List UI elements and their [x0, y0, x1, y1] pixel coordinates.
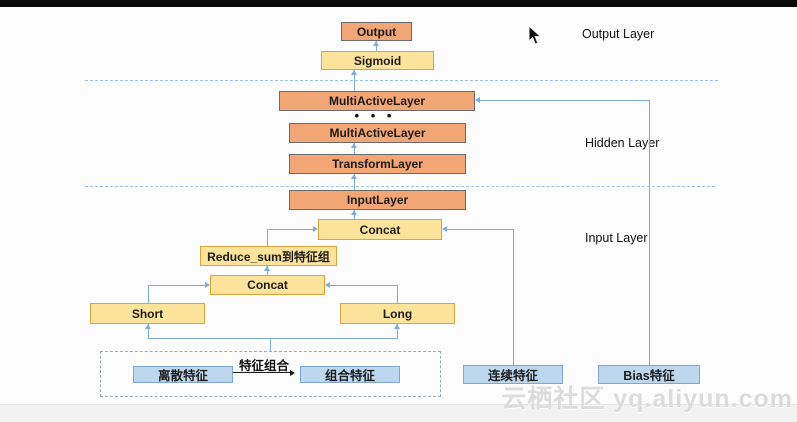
connector-line — [354, 174, 355, 190]
node-concat-upper: Concat — [318, 219, 442, 240]
node-multiactive2: MultiActiveLayer — [289, 123, 466, 143]
connector-line — [376, 41, 377, 51]
footer-strip — [0, 404, 797, 422]
ellipsis-dots: • • • — [354, 108, 396, 123]
layer-label-hidden: Hidden Layer — [585, 136, 660, 150]
node-label: InputLayer — [346, 193, 409, 207]
connector-line — [480, 100, 649, 101]
connector-line — [270, 338, 271, 351]
arrowhead-icon — [263, 266, 270, 271]
arrowhead-icon — [350, 174, 357, 179]
layer-label-input: Input Layer — [585, 231, 648, 245]
arrowhead-icon — [325, 281, 330, 288]
arrowhead-icon — [290, 369, 295, 376]
arrowhead-icon — [475, 96, 480, 103]
arrowhead-icon — [350, 70, 357, 75]
node-label: Long — [382, 306, 413, 321]
watermark-text: 云栖社区 yq.aliyun.com — [501, 385, 793, 413]
connector-line — [649, 100, 650, 365]
node-reduce-sum: Reduce_sum到特征组 — [200, 246, 337, 266]
connector-line — [148, 338, 398, 339]
connector-line — [513, 229, 514, 365]
layer-separator-dashed-line — [85, 186, 715, 187]
node-combined-feature: 组合特征 — [300, 366, 400, 383]
arrowhead-icon — [205, 281, 210, 288]
connector-line — [354, 70, 355, 91]
node-label: 离散特征 — [157, 369, 208, 383]
node-discrete-feature: 离散特征 — [133, 366, 233, 383]
connector-line — [233, 372, 294, 373]
node-multiactive1: MultiActiveLayer — [279, 91, 475, 111]
node-label: MultiActiveLayer — [328, 94, 426, 108]
node-label: Concat — [359, 222, 401, 237]
node-output: Output — [341, 22, 412, 41]
feature-combination-label: 特征组合 — [239, 359, 290, 373]
node-long: Long — [340, 303, 455, 324]
arrowhead-icon — [350, 143, 357, 148]
arrowhead-icon — [313, 225, 318, 232]
node-sigmoid: Sigmoid — [321, 51, 434, 70]
node-short: Short — [90, 303, 205, 324]
node-label: 组合特征 — [324, 369, 375, 383]
connector-line — [148, 324, 149, 338]
node-label: 连续特征 — [487, 369, 538, 383]
node-label: Reduce_sum到特征组 — [207, 249, 330, 264]
connector-line — [267, 229, 268, 246]
node-bias-feature: Bias特征 — [598, 365, 700, 384]
connector-line — [397, 324, 398, 338]
connector-line — [447, 229, 513, 230]
connector-line — [354, 143, 355, 154]
arrowhead-icon — [350, 210, 357, 215]
layer-separator-dashed-line — [85, 80, 718, 81]
connector-line — [267, 229, 315, 230]
node-transform: TransformLayer — [289, 154, 466, 174]
node-concat-lower: Concat — [210, 275, 325, 295]
node-label: Sigmoid — [353, 53, 402, 68]
node-inputlayer: InputLayer — [289, 190, 466, 210]
mouse-cursor-icon — [528, 24, 543, 51]
node-label: Bias特征 — [623, 369, 675, 383]
node-label: TransformLayer — [332, 157, 423, 171]
node-label: MultiActiveLayer — [329, 126, 426, 140]
connector-line — [397, 285, 398, 303]
node-label: Output — [356, 24, 397, 39]
node-label: Short — [131, 306, 164, 321]
connector-line — [330, 285, 398, 286]
arrowhead-icon — [393, 324, 400, 329]
layer-label-output: Output Layer — [582, 27, 655, 41]
arrowhead-icon — [144, 324, 151, 329]
node-label: Concat — [247, 278, 288, 292]
connector-line — [148, 285, 149, 303]
letterbox-top-bar — [0, 0, 797, 7]
connector-line — [148, 285, 206, 286]
arrowhead-icon — [442, 225, 447, 232]
node-continuous-feature: 连续特征 — [463, 365, 563, 384]
arrowhead-icon — [372, 41, 379, 46]
feature-group-dashed-box — [100, 351, 441, 397]
